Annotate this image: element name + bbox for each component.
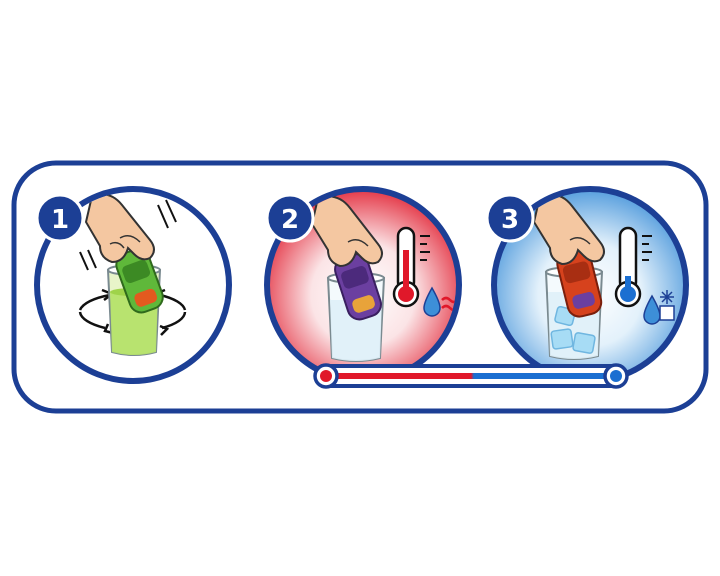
car-green-icon	[115, 248, 164, 314]
step-2-panel: 2	[264, 186, 462, 384]
ice-cube	[550, 328, 574, 350]
step-1-badge: 1	[35, 193, 85, 243]
car-purple-icon	[334, 253, 382, 321]
step-3-panel: 3	[485, 186, 689, 384]
step-3-badge: 3	[485, 193, 535, 243]
hand-icon	[532, 193, 605, 266]
step-3-number: 3	[501, 205, 519, 235]
hand-icon	[84, 193, 155, 264]
hot-thermometer-icon	[392, 226, 430, 308]
cold-thermometer-icon	[614, 226, 652, 308]
hand-icon	[310, 195, 383, 268]
ice-cube	[572, 332, 596, 354]
car-red-icon	[556, 248, 603, 318]
step-1-number: 1	[51, 205, 69, 235]
temperature-bar	[313, 363, 629, 389]
step-1-panel: 1	[34, 186, 232, 384]
cold-water-icon	[643, 290, 675, 325]
snowflake-icon	[660, 290, 674, 304]
step-2-number: 2	[281, 205, 299, 235]
motion-lines-icon	[79, 199, 177, 271]
step-2-badge: 2	[265, 193, 315, 243]
